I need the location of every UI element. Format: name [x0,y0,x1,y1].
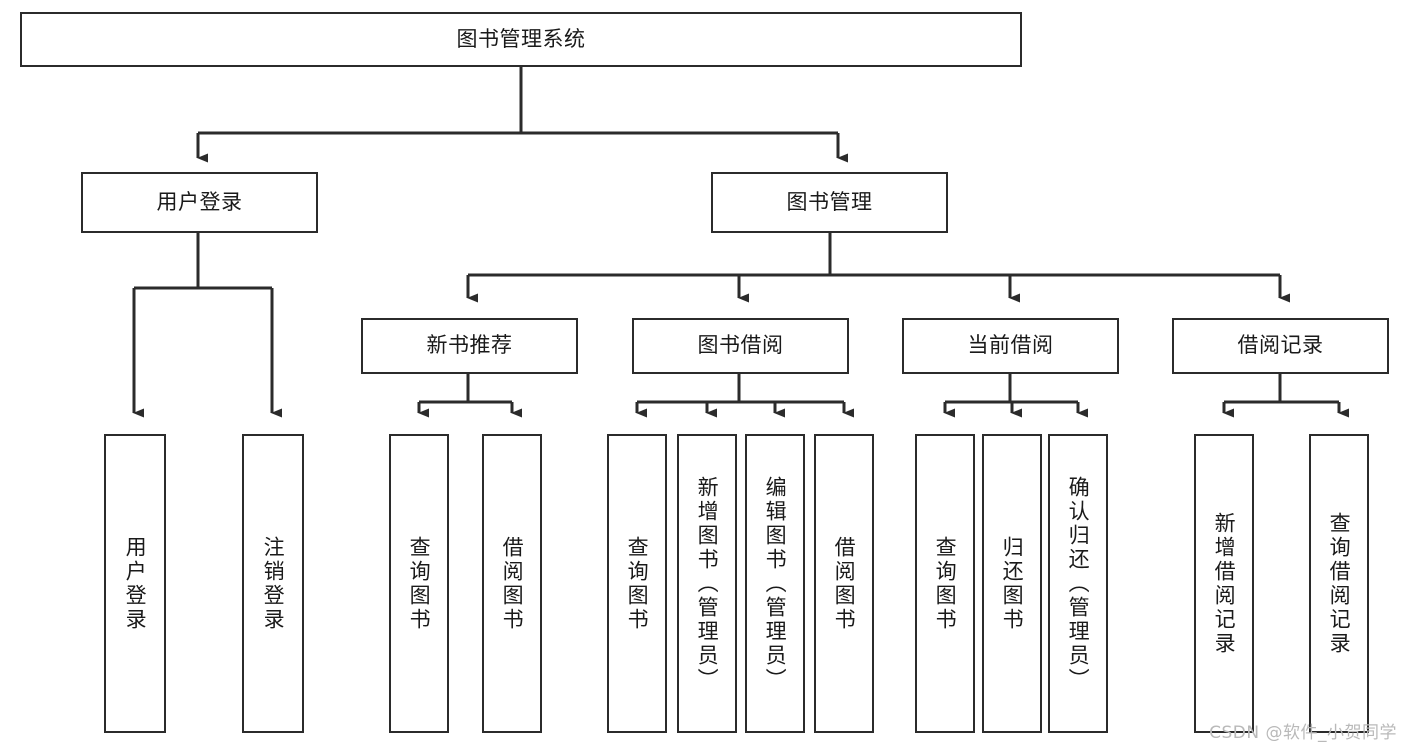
node-leaf-add-borrow-record[interactable]: 新增借阅记录 [1194,434,1254,733]
node-leaf-logout[interactable]: 注销登录 [242,434,304,733]
node-leaf-borrow-book-label: 借阅图书 [832,535,857,632]
node-leaf-confirm-return-admin[interactable]: 确认归还（管理员） [1048,434,1108,733]
node-leaf-borrow-book-newbook[interactable]: 借阅图书 [482,434,542,733]
node-leaf-add-borrow-record-label: 新增借阅记录 [1212,511,1237,656]
node-leaf-query-borrow-record[interactable]: 查询借阅记录 [1309,434,1369,733]
node-leaf-borrow-book-newbook-label: 借阅图书 [500,535,525,632]
node-book-borrowing[interactable]: 图书借阅 [632,318,849,374]
node-leaf-query-book-current-label: 查询图书 [933,535,958,632]
node-root-book-management-system[interactable]: 图书管理系统 [20,12,1022,67]
node-leaf-return-book-label: 归还图书 [1000,535,1025,632]
node-new-book-recommendation[interactable]: 新书推荐 [361,318,578,374]
node-user-login[interactable]: 用户登录 [81,172,318,233]
node-current-borrowing[interactable]: 当前借阅 [902,318,1119,374]
node-leaf-edit-book-admin-label: 编辑图书（管理员） [763,475,788,692]
node-leaf-query-book-newbook-label: 查询图书 [407,535,432,632]
node-leaf-query-book-current[interactable]: 查询图书 [915,434,975,733]
node-leaf-return-book[interactable]: 归还图书 [982,434,1042,733]
node-leaf-query-book-borrow[interactable]: 查询图书 [607,434,667,733]
node-leaf-user-login-label: 用户登录 [123,535,148,632]
node-leaf-query-borrow-record-label: 查询借阅记录 [1327,511,1352,656]
node-leaf-add-book-admin-label: 新增图书（管理员） [695,475,720,692]
node-leaf-edit-book-admin[interactable]: 编辑图书（管理员） [745,434,805,733]
node-leaf-query-book-borrow-label: 查询图书 [625,535,650,632]
csdn-watermark: CSDN @软件_小贺同学 [1209,723,1397,743]
node-borrow-record[interactable]: 借阅记录 [1172,318,1389,374]
node-leaf-logout-label: 注销登录 [261,535,286,632]
node-leaf-borrow-book[interactable]: 借阅图书 [814,434,874,733]
node-leaf-confirm-return-admin-label: 确认归还（管理员） [1066,475,1091,692]
node-leaf-add-book-admin[interactable]: 新增图书（管理员） [677,434,737,733]
node-leaf-query-book-newbook[interactable]: 查询图书 [389,434,449,733]
node-book-management[interactable]: 图书管理 [711,172,948,233]
node-leaf-user-login[interactable]: 用户登录 [104,434,166,733]
